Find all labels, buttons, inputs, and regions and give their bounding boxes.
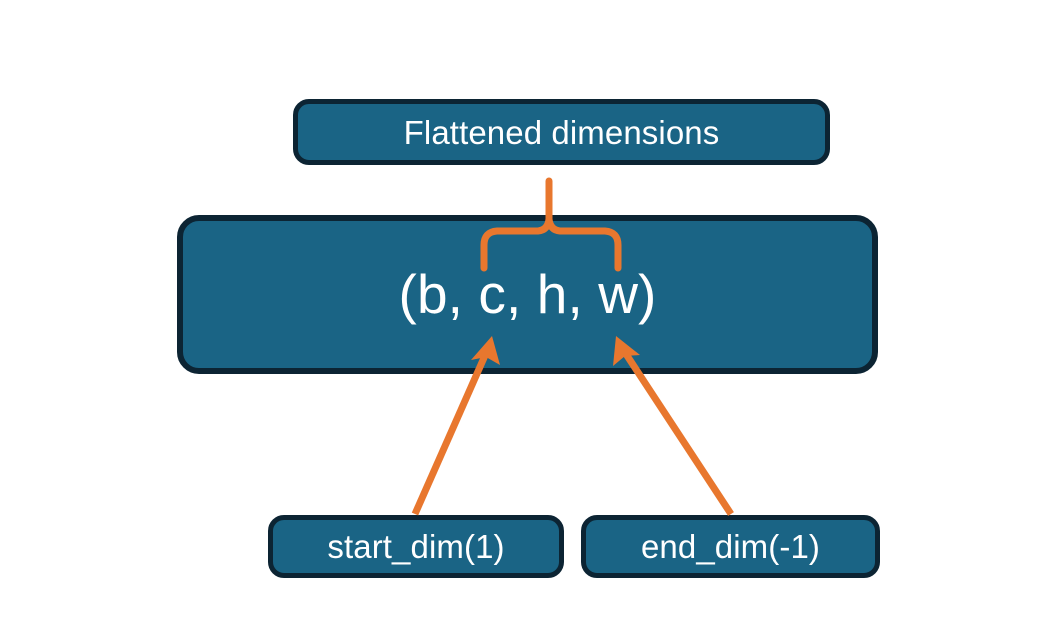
node-end-dim-label: end_dim(-1) bbox=[640, 528, 820, 565]
node-end-dim: end_dim(-1) bbox=[581, 515, 880, 578]
node-tensor-shape-label: (b, c, h, w) bbox=[398, 263, 657, 325]
end-dim-arrow-line bbox=[621, 349, 734, 516]
node-tensor-shape: (b, c, h, w) bbox=[177, 215, 878, 374]
node-start-dim: start_dim(1) bbox=[268, 515, 564, 578]
start-dim-arrow-line bbox=[411, 349, 491, 516]
node-start-dim-label: start_dim(1) bbox=[327, 528, 505, 565]
node-flattened-dimensions: Flattened dimensions bbox=[293, 99, 830, 165]
node-flattened-dimensions-label: Flattened dimensions bbox=[403, 113, 720, 151]
